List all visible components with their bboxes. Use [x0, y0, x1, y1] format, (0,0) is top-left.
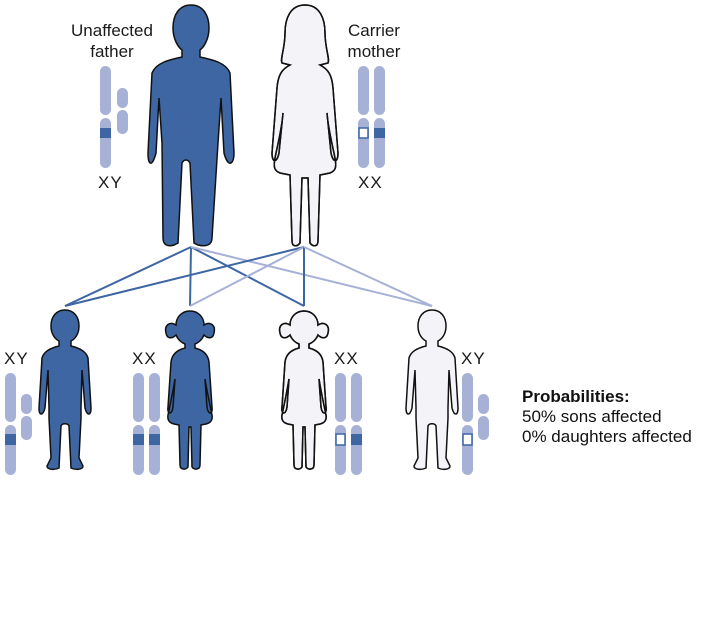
- line-father-child2: [189, 246, 192, 307]
- child3-chromosomes: [335, 373, 362, 475]
- mother-label-line2: mother: [347, 42, 401, 61]
- mother-label: Carrier mother: [334, 20, 414, 62]
- child4-son-unaffected: [405, 309, 459, 471]
- father-chromosomes: [100, 66, 128, 168]
- probabilities-box: Probabilities: 50% sons affected 0% daug…: [522, 387, 692, 447]
- child1-genotype: XY: [4, 349, 29, 368]
- probabilities-title: Probabilities:: [522, 387, 630, 406]
- child4-genotype: XY: [461, 349, 486, 368]
- line-father-child1: [64, 246, 192, 307]
- probability-daughters: 0% daughters affected: [522, 427, 692, 446]
- line-mother-child4: [303, 246, 433, 307]
- mother-chromosomes: [358, 66, 385, 168]
- father-label-line1: Unaffected: [71, 21, 153, 40]
- child1-son-affected: [38, 309, 92, 471]
- child3-genotype: XX: [334, 349, 359, 368]
- inheritance-lines: [64, 246, 433, 307]
- mother-figure: [271, 4, 339, 247]
- child2-chromosomes: [133, 373, 160, 475]
- mother-genotype: XX: [358, 173, 383, 192]
- father-label-line2: father: [90, 42, 134, 61]
- line-father-child4: [190, 246, 433, 307]
- father-label: Unaffected father: [62, 20, 162, 62]
- child4-chromosomes: [462, 373, 489, 475]
- child2-daughter-affected: [164, 310, 216, 470]
- father-genotype: XY: [98, 173, 123, 192]
- child2-genotype: XX: [132, 349, 157, 368]
- child3-daughter-carrier: [278, 310, 330, 470]
- line-mother-child2: [189, 246, 305, 307]
- line-mother-child1: [64, 246, 305, 307]
- probability-sons: 50% sons affected: [522, 407, 662, 426]
- mother-label-line1: Carrier: [348, 21, 400, 40]
- child1-chromosomes: [5, 373, 32, 475]
